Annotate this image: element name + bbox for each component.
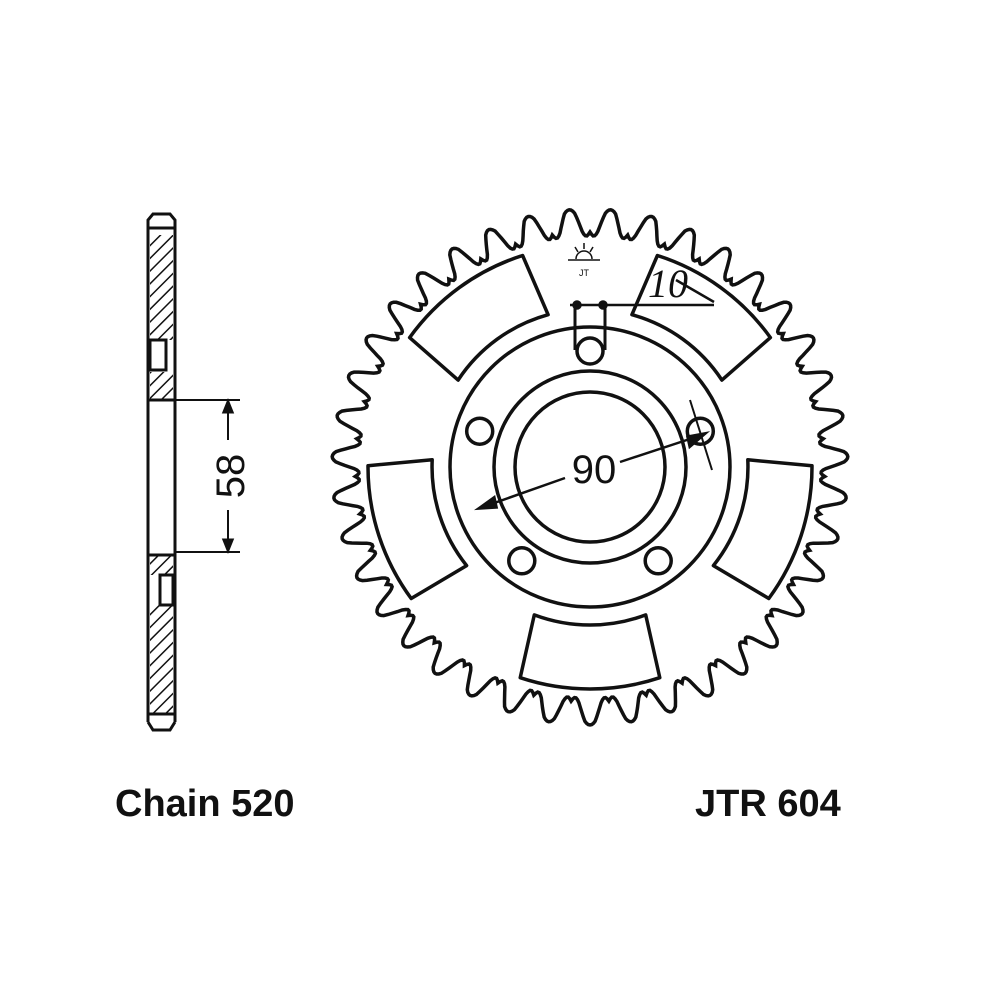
bolt-hole-dimension: 10 [648,261,688,306]
window-cutout [711,458,814,601]
bolt-holes [464,336,716,576]
window-cutout [630,253,773,382]
bolt-hole [575,336,605,366]
hub-width-dimension: 58 [209,454,253,499]
hub-ring [492,369,688,565]
window-cutout [407,253,550,382]
bolt-hole [643,546,673,576]
side-profile [146,212,240,732]
svg-text:JT: JT [579,268,590,278]
window-cutout [518,613,662,691]
part-number: JTR 604 [695,783,841,825]
bolt-circle-dimension: 90 [572,448,617,492]
window-cutout [366,458,469,601]
bolt-hole [464,416,495,446]
center-bore [513,390,667,544]
sprocket-teeth-outline [330,207,850,727]
chain-label: Chain 520 [115,783,295,825]
sprocket-front-view: JT [330,207,850,727]
bolt-ring-outer [448,325,732,609]
lightening-windows [366,253,814,691]
bolt-hole [507,546,537,576]
bolt-hole [685,416,716,446]
manufacturer-logo: JT [568,243,600,278]
